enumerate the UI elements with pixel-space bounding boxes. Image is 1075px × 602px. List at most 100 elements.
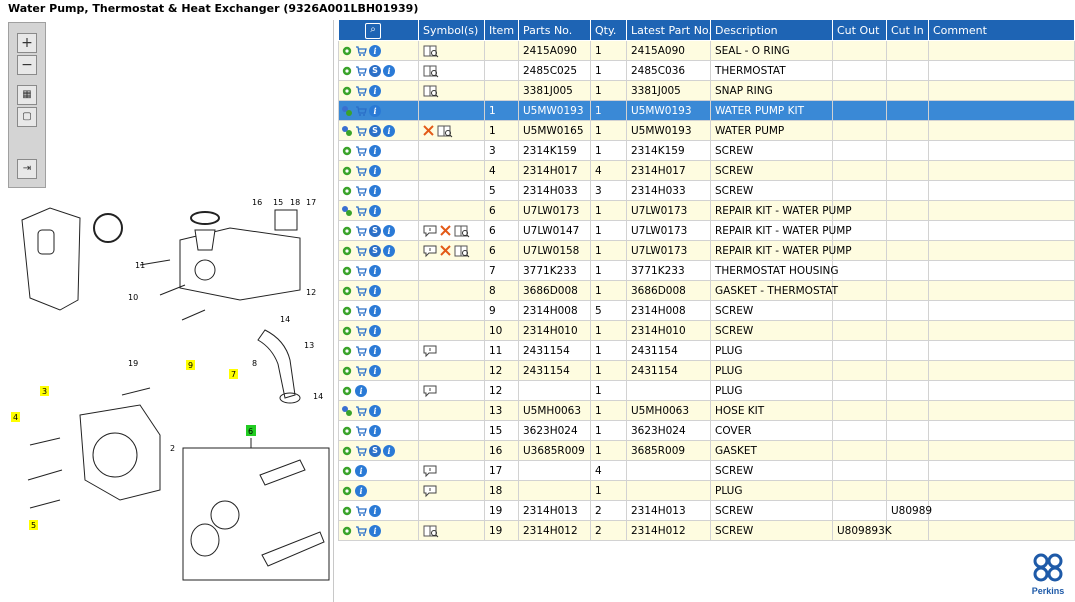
info-icon[interactable]: i xyxy=(383,224,395,237)
info-icon[interactable]: i xyxy=(383,244,395,257)
column-header-search[interactable]: ⌕ xyxy=(338,20,419,41)
info-icon[interactable]: i xyxy=(369,164,381,177)
cart-icon[interactable] xyxy=(355,525,367,537)
gear-icon[interactable] xyxy=(341,305,353,317)
gear-icon[interactable] xyxy=(341,265,353,277)
info-icon[interactable]: i xyxy=(369,504,381,517)
fit-window-button[interactable]: ▢ xyxy=(17,107,37,127)
info-icon[interactable]: i xyxy=(355,484,367,497)
gear-icon[interactable] xyxy=(341,465,353,477)
gear-icon[interactable] xyxy=(341,45,353,57)
gear-icon[interactable] xyxy=(341,525,353,537)
cart-icon[interactable] xyxy=(355,245,367,257)
gear-icon[interactable] xyxy=(341,225,353,237)
info-icon[interactable]: i xyxy=(355,464,367,477)
cart-icon[interactable] xyxy=(355,305,367,317)
book-icon[interactable] xyxy=(423,525,439,537)
cart-icon[interactable] xyxy=(355,145,367,157)
gears-icon[interactable] xyxy=(341,125,353,137)
note-icon[interactable] xyxy=(423,385,437,397)
gear-icon[interactable] xyxy=(341,385,353,397)
cart-icon[interactable] xyxy=(355,165,367,177)
info-icon[interactable]: i xyxy=(369,284,381,297)
supersession-icon[interactable]: S xyxy=(369,244,381,257)
column-header-symbols[interactable]: Symbol(s) xyxy=(418,20,485,41)
book-icon[interactable] xyxy=(454,245,470,257)
cart-icon[interactable] xyxy=(355,225,367,237)
cart-icon[interactable] xyxy=(355,345,367,357)
cart-icon[interactable] xyxy=(355,505,367,517)
book-icon[interactable] xyxy=(423,85,439,97)
cart-icon[interactable] xyxy=(355,405,367,417)
supersession-icon[interactable]: S xyxy=(369,64,381,77)
gear-icon[interactable] xyxy=(341,425,353,437)
info-icon[interactable]: i xyxy=(369,324,381,337)
info-icon[interactable]: i xyxy=(369,424,381,437)
gear-icon[interactable] xyxy=(341,145,353,157)
zoom-in-button[interactable]: + xyxy=(17,33,37,53)
diagram-pane[interactable]: + − ▦ ▢ ⇥ xyxy=(0,20,334,602)
cart-icon[interactable] xyxy=(355,285,367,297)
gear-icon[interactable] xyxy=(341,65,353,77)
gears-icon[interactable] xyxy=(341,105,353,117)
column-header-item[interactable]: Item xyxy=(484,20,519,41)
column-header-description[interactable]: Description xyxy=(710,20,833,41)
gear-icon[interactable] xyxy=(341,245,353,257)
column-header-comment[interactable]: Comment xyxy=(928,20,1075,41)
info-icon[interactable]: i xyxy=(369,184,381,197)
note-icon[interactable] xyxy=(423,245,437,257)
gear-icon[interactable] xyxy=(341,505,353,517)
cart-icon[interactable] xyxy=(355,425,367,437)
cart-icon[interactable] xyxy=(355,205,367,217)
book-icon[interactable] xyxy=(423,45,439,57)
gear-icon[interactable] xyxy=(341,445,353,457)
column-header-cut-in[interactable]: Cut In xyxy=(886,20,929,41)
export-button[interactable]: ⇥ xyxy=(17,159,37,179)
info-icon[interactable]: i xyxy=(383,124,395,137)
gear-icon[interactable] xyxy=(341,185,353,197)
gear-icon[interactable] xyxy=(341,325,353,337)
info-icon[interactable]: i xyxy=(369,404,381,417)
fit-all-button[interactable]: ▦ xyxy=(17,85,37,105)
cart-icon[interactable] xyxy=(355,365,367,377)
gear-icon[interactable] xyxy=(341,365,353,377)
note-icon[interactable] xyxy=(423,345,437,357)
book-icon[interactable] xyxy=(423,65,439,77)
cart-icon[interactable] xyxy=(355,325,367,337)
zoom-out-button[interactable]: − xyxy=(17,55,37,75)
info-icon[interactable]: i xyxy=(369,204,381,217)
info-icon[interactable]: i xyxy=(369,344,381,357)
info-icon[interactable]: i xyxy=(369,264,381,277)
cart-icon[interactable] xyxy=(355,45,367,57)
cart-icon[interactable] xyxy=(355,85,367,97)
info-icon[interactable]: i xyxy=(369,304,381,317)
gear-icon[interactable] xyxy=(341,485,353,497)
cart-icon[interactable] xyxy=(355,105,367,117)
column-header-latest-part-no[interactable]: Latest Part No. xyxy=(626,20,712,41)
note-icon[interactable] xyxy=(423,465,437,477)
book-icon[interactable] xyxy=(437,125,453,137)
book-icon[interactable] xyxy=(454,225,470,237)
info-icon[interactable]: i xyxy=(369,524,381,537)
supersession-icon[interactable]: S xyxy=(369,124,381,137)
